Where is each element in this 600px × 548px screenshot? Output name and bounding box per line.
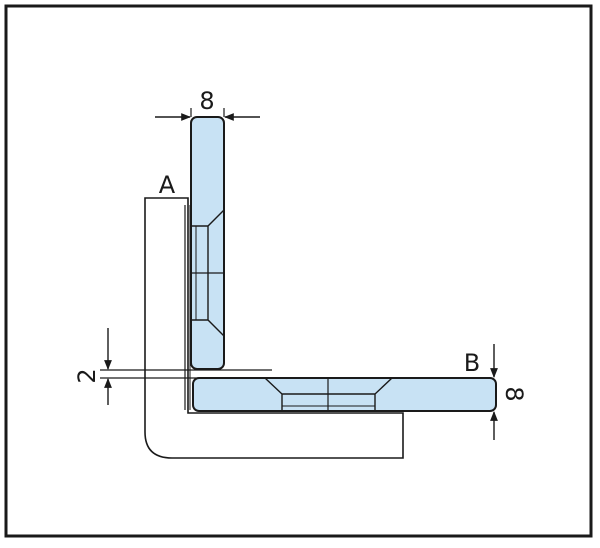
point-a-label: A [159, 171, 176, 199]
dim-gap-label: 2 [73, 368, 101, 383]
dim-horizontal-thickness-label: 8 [500, 386, 528, 401]
point-b-label: B [464, 349, 480, 377]
corner-bracket [144, 197, 404, 459]
drawing-frame [4, 4, 593, 538]
dim-vertical-width-label: 8 [199, 87, 214, 115]
